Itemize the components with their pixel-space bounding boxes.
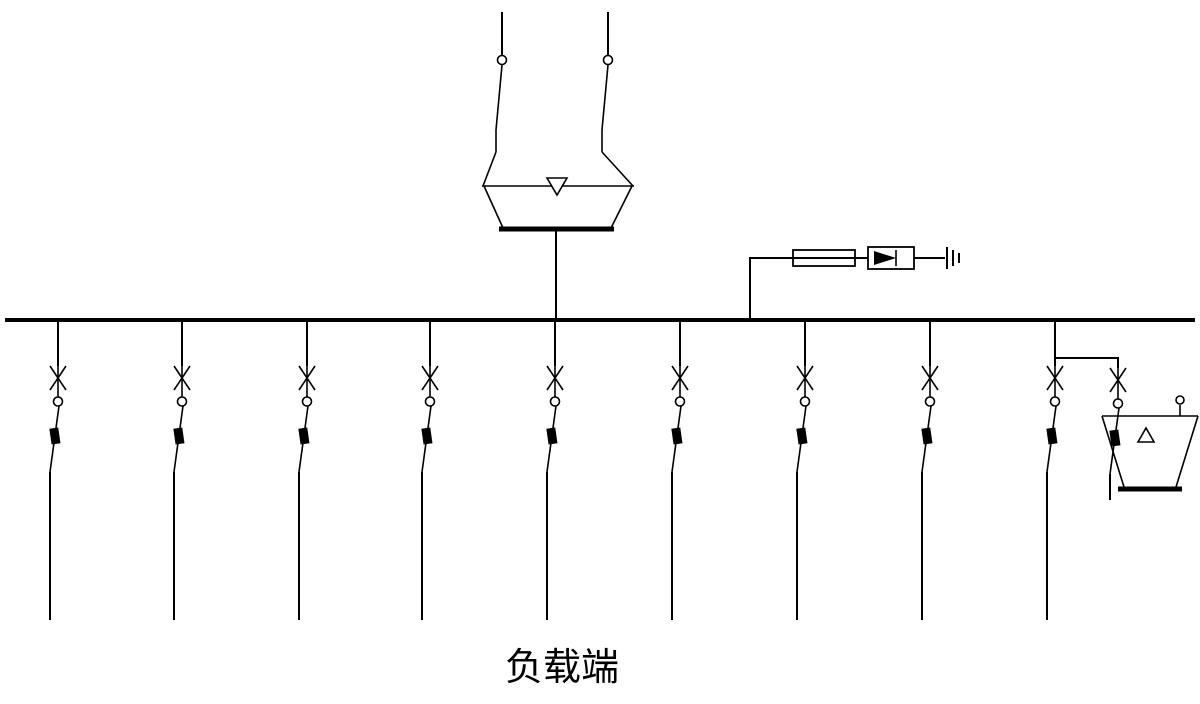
feeder-branch [921, 320, 938, 620]
feeder-branch [1046, 320, 1063, 620]
feeder-branch [796, 320, 813, 620]
feeder-branch [421, 320, 438, 620]
switch-contact-icon [602, 54, 614, 66]
feeder-branch [546, 320, 563, 620]
switch-blade-icon [495, 64, 503, 152]
switch-contact-icon [496, 54, 508, 66]
feeder-branch-core [1108, 367, 1127, 475]
incomer [495, 12, 614, 152]
main-transformer [482, 151, 634, 320]
fuse-icon [792, 249, 856, 267]
feeder-branch [298, 320, 315, 620]
tap-jog-line [1055, 357, 1119, 368]
terminal-icon [1175, 395, 1185, 405]
feeder-branch [671, 320, 688, 620]
switch-blade-icon [601, 64, 609, 152]
feeder-group [49, 320, 1063, 620]
winding-symbol-icon [545, 177, 569, 197]
winding-symbol-icon [1136, 426, 1156, 443]
arrester-arrow-icon [874, 251, 896, 265]
auxiliary-transformer [1101, 395, 1199, 492]
transformer-flare-lines [482, 151, 634, 187]
feeder-branch [173, 320, 190, 620]
aux-transformer-side-lines [1101, 415, 1199, 488]
surge-protection-branch [749, 246, 960, 320]
feeder-branch [49, 320, 66, 620]
transformer-side-lines [483, 185, 633, 229]
tapped-feeder [1055, 357, 1199, 500]
surge-branch-line [749, 257, 868, 320]
load-label: 负载端 [505, 645, 619, 689]
ground-icon [946, 247, 960, 269]
